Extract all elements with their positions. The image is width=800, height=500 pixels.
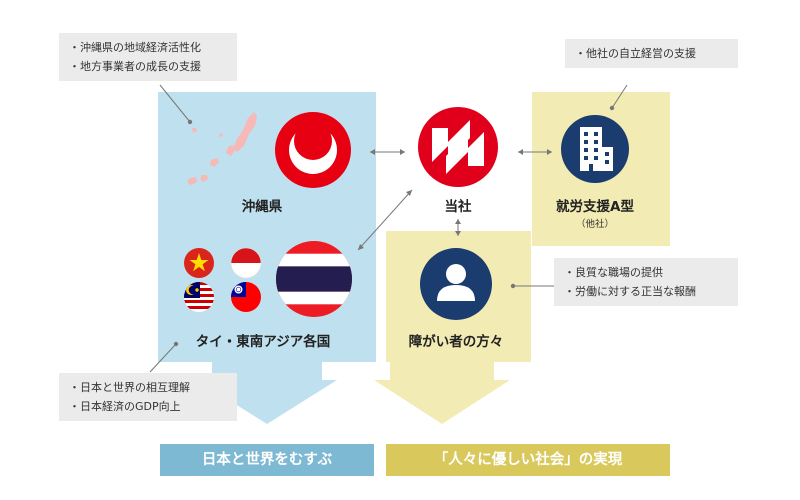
support-sublabel: （他社） xyxy=(575,219,614,230)
disability-note: ・良質な職場の提供 ・労働に対する正当な報酬 xyxy=(554,258,738,306)
people-label: 障がい者の方々 xyxy=(408,334,504,350)
other-company-note-line-1: ・他社の自立経営の支援 xyxy=(575,47,696,60)
other-company-note: ・他社の自立経営の支援 xyxy=(565,39,738,68)
thailand-flag-icon xyxy=(276,241,352,317)
okinawa-emblem-icon xyxy=(275,112,351,188)
yellow-panel xyxy=(374,231,531,424)
taiwan-flag-icon xyxy=(231,282,261,312)
world-note-line-1: ・日本と世界の相互理解 xyxy=(69,381,190,394)
disability-note-line-2: ・労働に対する正当な報酬 xyxy=(564,285,696,298)
building-icon xyxy=(561,115,629,183)
okinawa-note-line-1: ・沖縄県の地域経済活性化 xyxy=(69,41,201,54)
connector-other-note xyxy=(611,84,628,109)
support-label: 就労支援A型 xyxy=(556,199,634,215)
right-banner: 「人々に優しい社会」の実現 xyxy=(386,444,670,476)
connector-company-countries xyxy=(357,189,413,251)
disability-note-line-1: ・良質な職場の提供 xyxy=(564,266,663,279)
company-logo-icon xyxy=(418,107,498,187)
countries-label: タイ・東南アジア各国 xyxy=(195,334,331,350)
okinawa-note: ・沖縄県の地域経済活性化 ・地方事業者の成長の支援 xyxy=(59,33,237,81)
malaysia-flag-icon xyxy=(184,282,214,312)
world-note: ・日本と世界の相互理解 ・日本経済のGDP向上 xyxy=(59,373,237,421)
left-banner: 日本と世界をむすぶ xyxy=(160,444,374,476)
person-icon xyxy=(420,248,492,320)
okinawa-note-line-2: ・地方事業者の成長の支援 xyxy=(69,60,201,73)
connector-okinawa-note xyxy=(159,84,191,123)
indonesia-flag-icon xyxy=(230,247,262,279)
connector-world-note xyxy=(149,343,177,373)
okinawa-label: 沖縄県 xyxy=(241,199,283,215)
company-label: 当社 xyxy=(444,199,472,215)
okinawa-map-icon xyxy=(187,112,257,185)
vietnam-flag-icon xyxy=(184,248,214,278)
world-note-line-2: ・日本経済のGDP向上 xyxy=(69,400,181,413)
